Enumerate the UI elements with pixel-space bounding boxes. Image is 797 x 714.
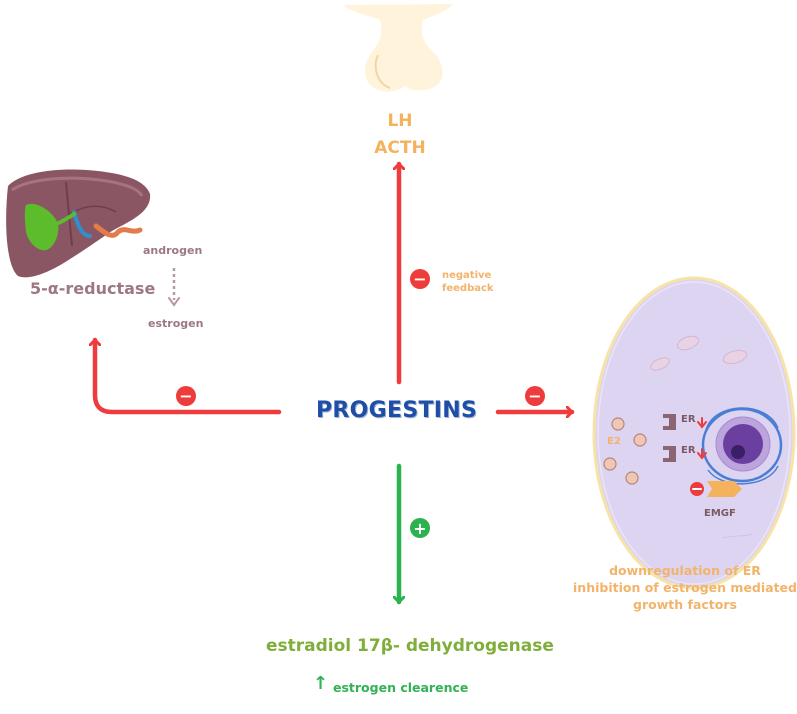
pituitary-icon	[343, 4, 453, 92]
feedback-line-2: feedback	[442, 283, 494, 294]
minus-icon: −	[176, 386, 196, 406]
liver-conversion-arrowhead	[168, 297, 180, 307]
pituitary-label-lh: LH	[387, 111, 413, 131]
estradiol-label: estradiol 17β- dehydrogenase	[266, 636, 554, 656]
cell-caption-line-3: growth factors	[633, 597, 737, 612]
arrow-to-liver	[95, 337, 282, 415]
liver-icon	[6, 169, 151, 278]
minus-sign: −	[413, 270, 426, 289]
estrogen-clearance-label: estrogen clearence	[333, 680, 469, 695]
minus-sign: −	[179, 387, 192, 406]
e2-label: E2	[607, 436, 621, 447]
cell-caption-line-2: inhibition of estrogen mediated	[573, 580, 797, 595]
minus-icon: −	[410, 269, 430, 289]
plus-icon: +	[410, 518, 430, 538]
plus-sign: +	[413, 519, 426, 538]
estrogen-label: estrogen	[148, 317, 204, 330]
emgf-label: EMGF	[704, 508, 736, 519]
pituitary-label-acth: ACTH	[374, 138, 426, 158]
er-label-1: ER	[681, 414, 696, 425]
minus-sign: −	[528, 387, 541, 406]
cell-caption-line-1: downregulation of ER	[609, 563, 761, 578]
negative-feedback-label: negative feedback	[442, 269, 494, 295]
cell-icon	[592, 276, 796, 590]
reductase-label: 5-α-reductase	[30, 279, 156, 298]
increase-arrow-icon: ↑	[313, 673, 329, 694]
androgen-label: androgen	[143, 244, 203, 257]
feedback-line-1: negative	[442, 270, 492, 281]
er-label-2: ER	[681, 445, 696, 456]
minus-icon: −	[525, 386, 545, 406]
progestins-title: PROGESTINS	[316, 398, 478, 423]
